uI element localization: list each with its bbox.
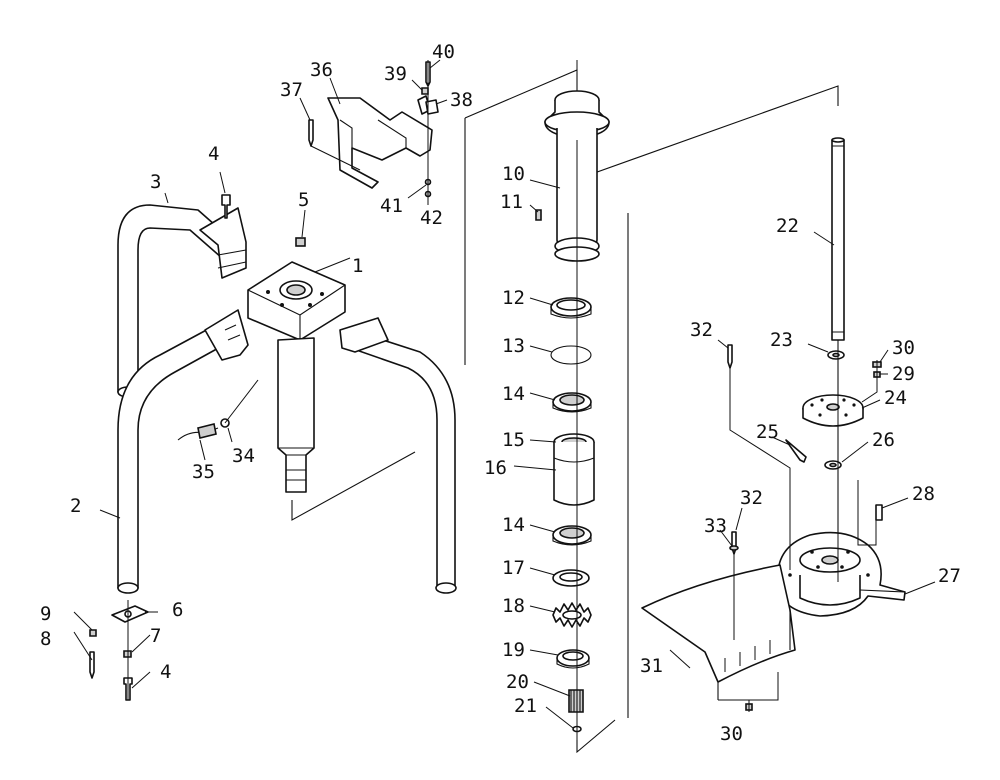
shaft-22 xyxy=(831,139,845,341)
callout-19: 19 xyxy=(502,639,525,661)
leg-2-bracket xyxy=(204,309,249,361)
screw-11 xyxy=(535,209,542,221)
callout-41: 41 xyxy=(380,195,403,217)
callout-12: 12 xyxy=(502,287,525,309)
callout-4-top: 4 xyxy=(208,143,219,165)
callout-15: 15 xyxy=(502,429,525,451)
callout-17: 17 xyxy=(502,557,525,579)
column-shaft xyxy=(277,337,315,493)
callout-21: 21 xyxy=(514,695,537,717)
callout-20: 20 xyxy=(506,671,529,693)
callout-30-top: 30 xyxy=(892,337,915,359)
callout-34: 34 xyxy=(232,445,255,467)
callout-14-bottom: 14 xyxy=(502,514,525,536)
key-25 xyxy=(785,439,807,463)
leg-right xyxy=(341,329,456,589)
screw-8 xyxy=(89,651,95,679)
spreader-assembly xyxy=(641,137,906,712)
deflector-plate-31 xyxy=(641,564,796,683)
tripod-stand xyxy=(89,194,457,701)
callout-2: 2 xyxy=(70,495,81,517)
callout-28: 28 xyxy=(912,483,935,505)
pin-28 xyxy=(875,504,883,521)
bracket-36 xyxy=(327,97,433,189)
callout-35: 35 xyxy=(192,461,215,483)
callout-32-lower: 32 xyxy=(740,487,763,509)
callout-3: 3 xyxy=(150,171,161,193)
callout-24: 24 xyxy=(884,387,907,409)
callout-25: 25 xyxy=(756,421,779,443)
snap-ring-13 xyxy=(550,345,592,365)
callout-11: 11 xyxy=(500,191,523,213)
callout-16: 16 xyxy=(484,457,507,479)
center-column xyxy=(535,60,610,750)
callout-40: 40 xyxy=(432,41,455,63)
callout-22: 22 xyxy=(776,215,799,237)
screw-32-upper xyxy=(727,344,733,369)
callout-1: 1 xyxy=(352,255,363,277)
callout-38: 38 xyxy=(450,89,473,111)
callout-31: 31 xyxy=(640,655,663,677)
screw-37 xyxy=(308,119,314,147)
callout-14-top: 14 xyxy=(502,383,525,405)
callout-6: 6 xyxy=(172,599,183,621)
callout-7: 7 xyxy=(150,625,161,647)
callout-4-bottom: 4 xyxy=(160,661,171,683)
callout-32-upper: 32 xyxy=(690,319,713,341)
callout-33: 33 xyxy=(704,515,727,537)
sleeve-16 xyxy=(553,442,595,506)
callout-18: 18 xyxy=(502,595,525,617)
screw-39 xyxy=(421,87,429,95)
callout-leaders xyxy=(73,59,936,729)
mounting-bracket xyxy=(308,60,439,200)
callout-29: 29 xyxy=(892,363,915,385)
callout-39: 39 xyxy=(384,63,407,85)
column-head xyxy=(247,261,346,341)
callout-37: 37 xyxy=(280,79,303,101)
callout-36: 36 xyxy=(310,59,333,81)
callout-13: 13 xyxy=(502,335,525,357)
callout-23: 23 xyxy=(770,329,793,351)
nut-5 xyxy=(295,237,306,247)
callout-labels: 1 2 3 4 5 6 7 8 9 4 10 11 12 13 14 15 16… xyxy=(40,41,961,745)
callout-10: 10 xyxy=(502,163,525,185)
callout-27: 27 xyxy=(938,565,961,587)
callout-26: 26 xyxy=(872,429,895,451)
callout-8: 8 xyxy=(40,628,51,650)
callout-9: 9 xyxy=(40,603,51,625)
callout-30-bottom: 30 xyxy=(720,723,743,745)
bolt-4-top xyxy=(221,194,231,219)
washer-33 xyxy=(729,545,739,551)
leg-right-bracket xyxy=(339,317,389,353)
callout-5: 5 xyxy=(298,189,309,211)
nut-9 xyxy=(89,629,97,637)
leg-3-bracket xyxy=(199,207,247,279)
callout-42: 42 xyxy=(420,207,443,229)
